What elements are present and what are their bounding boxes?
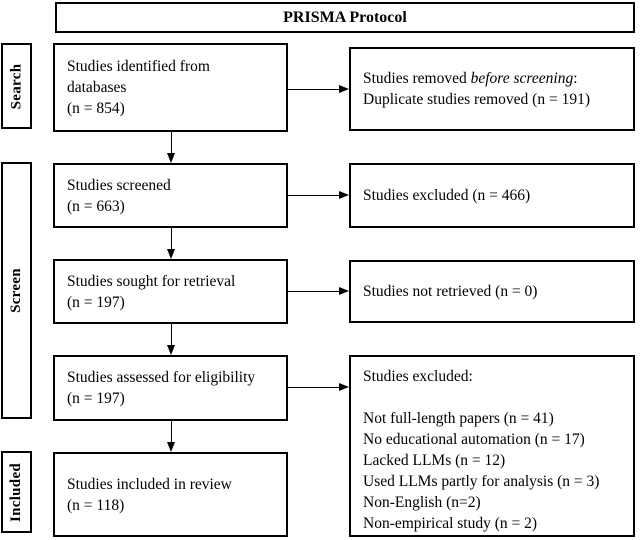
diagram-title: PRISMA Protocol bbox=[283, 9, 407, 26]
arrow-identified-to-removed bbox=[288, 85, 349, 93]
box-text-line: Studies not retrieved (n = 0) bbox=[363, 283, 538, 300]
box-text-line: Studies assessed for eligibility bbox=[67, 369, 256, 386]
excluded-reason: No educational automation (n = 17) bbox=[363, 431, 585, 448]
arrow-assessed-to-included bbox=[167, 421, 175, 452]
box-text-line: (n = 197) bbox=[67, 390, 125, 407]
box-not-retrieved: Studies not retrieved (n = 0) bbox=[349, 260, 635, 323]
excluded-reason: Not full-length papers (n = 41) bbox=[363, 410, 554, 427]
arrow-assessed-to-excluded bbox=[288, 383, 349, 391]
box-text-line: Studies included in review bbox=[67, 475, 232, 493]
excluded-reason: Lacked LLMs (n = 12) bbox=[363, 452, 506, 469]
box-studies-identified: Studies identified from databases (n = 8… bbox=[53, 43, 288, 132]
stage-label-included: Included bbox=[8, 462, 24, 522]
box-studies-sought: Studies sought for retrieval (n = 197) bbox=[53, 259, 288, 324]
box-studies-removed: Studies removed before screening: Duplic… bbox=[349, 47, 635, 131]
excluded-title: Studies excluded: bbox=[363, 368, 473, 385]
stage-box-screen: Screen bbox=[1, 162, 32, 419]
box-studies-screened: Studies screened (n = 663) bbox=[53, 163, 288, 228]
arrow-sought-to-notretrieved bbox=[288, 287, 349, 295]
box-text-line: Studies sought for retrieval bbox=[67, 272, 236, 290]
box-text-line: Duplicate studies removed (n = 191) bbox=[363, 91, 590, 108]
stage-box-search: Search bbox=[1, 43, 32, 129]
box-text-line: (n = 854) bbox=[67, 100, 125, 117]
header-box: PRISMA Protocol bbox=[55, 2, 635, 33]
removed-text-prefix: Studies removed bbox=[363, 70, 471, 87]
box-studies-included: Studies included in review (n = 118) bbox=[53, 452, 288, 537]
arrow-screened-to-sought bbox=[167, 228, 175, 259]
box-excluded-screening: Studies excluded (n = 466) bbox=[349, 163, 635, 228]
box-excluded-eligibility: Studies excluded: Not full-length papers… bbox=[349, 355, 635, 537]
box-text-line: Studies excluded (n = 466) bbox=[363, 187, 531, 204]
arrow-sought-to-assessed bbox=[167, 324, 175, 355]
stage-box-included: Included bbox=[1, 451, 32, 533]
box-text-line: Studies screened bbox=[67, 176, 171, 194]
arrow-identified-to-screened bbox=[167, 132, 175, 163]
stage-label-screen: Screen bbox=[8, 268, 25, 313]
excluded-reason: Non-English (n=2) bbox=[363, 494, 481, 511]
stage-label-search: Search bbox=[8, 63, 24, 109]
removed-text-italic: before screening bbox=[470, 70, 574, 87]
excluded-reason: Non-empirical study (n = 2) bbox=[363, 515, 538, 532]
excluded-reason: Used LLMs partly for analysis (n = 3) bbox=[363, 473, 600, 490]
spacer bbox=[363, 387, 627, 408]
arrow-screened-to-excluded bbox=[288, 191, 349, 199]
box-text-line: (n = 663) bbox=[67, 197, 125, 215]
removed-text-suffix: : bbox=[573, 70, 578, 87]
box-text-line: (n = 197) bbox=[67, 293, 125, 311]
box-text-line: Studies removed before screening: bbox=[363, 68, 627, 89]
box-text-line: Studies identified from bbox=[67, 58, 210, 75]
box-text-line: (n = 118) bbox=[67, 496, 125, 514]
box-studies-assessed: Studies assessed for eligibility (n = 19… bbox=[53, 355, 288, 421]
box-text-line: databases bbox=[67, 79, 127, 96]
